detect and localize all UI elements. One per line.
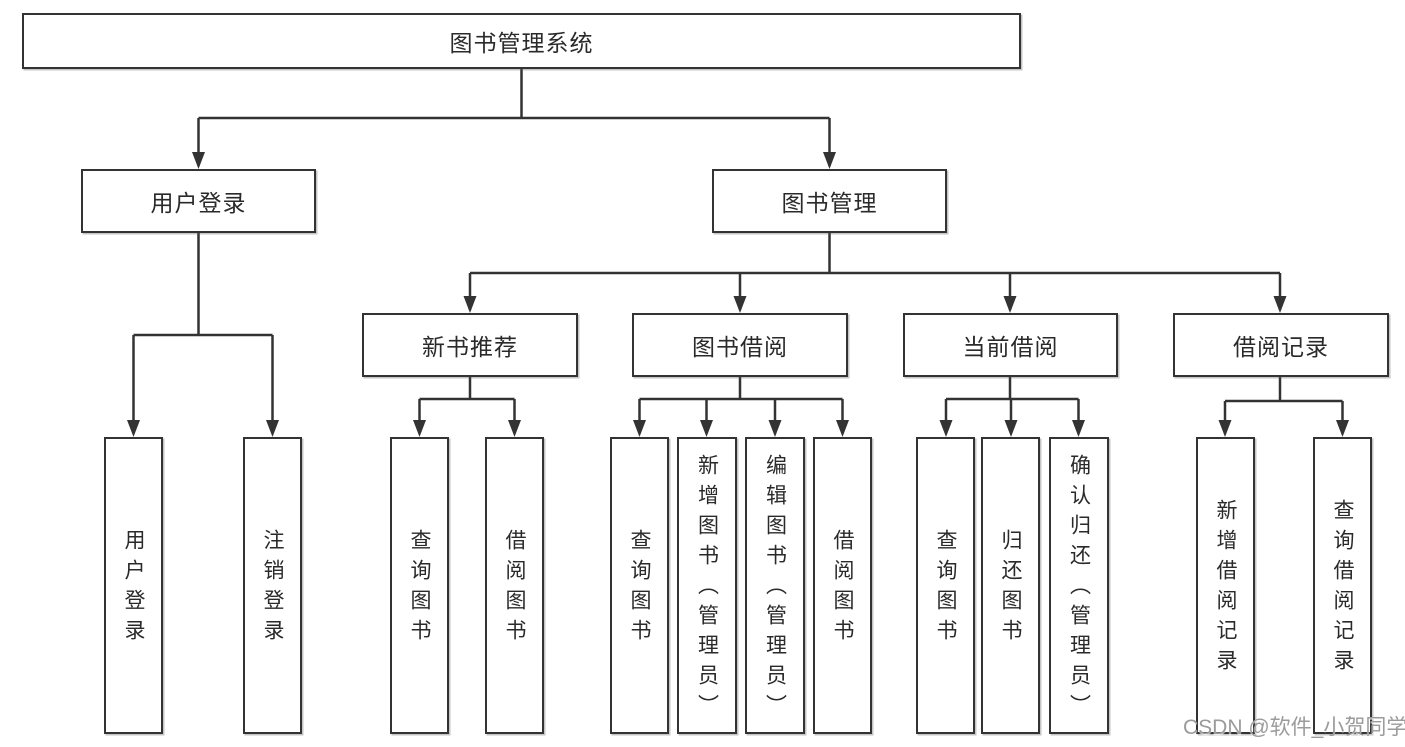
node-current-borrow: 当前借阅 <box>903 313 1118 377</box>
leaf-return-books: 归还图书 <box>981 437 1040 734</box>
node-new-book-recommend: 新书推荐 <box>362 313 578 377</box>
connector-new-book-children <box>418 377 516 433</box>
node-borrow-records: 借阅记录 <box>1173 313 1389 377</box>
leaf-query-borrow-record: 查询借阅记录 <box>1313 437 1372 734</box>
leaf-confirm-return-admin: 确认归还（管理员） <box>1049 437 1109 734</box>
leaf-query-books-recommend: 查询图书 <box>390 437 449 734</box>
node-book-management: 图书管理 <box>712 169 947 233</box>
connector-book-management-children <box>468 233 1282 310</box>
csdn-watermark: CSDN @软件_小贺同学 <box>1183 716 1405 739</box>
arrowheads <box>127 152 1349 437</box>
leaf-logout: 注销登录 <box>243 437 302 734</box>
node-user-login: 用户登录 <box>81 169 316 233</box>
leaf-user-login: 用户登录 <box>104 437 163 734</box>
node-book-borrow: 图书借阅 <box>632 313 848 377</box>
leaf-query-books-borrow: 查询图书 <box>610 437 669 734</box>
connector-book-borrow-children <box>638 377 844 433</box>
leaf-query-books-current: 查询图书 <box>916 437 975 734</box>
connector-root-to-level2 <box>197 69 831 166</box>
node-library-management-system: 图书管理系统 <box>22 13 1021 69</box>
leaf-edit-book-admin: 编辑图书（管理员） <box>745 437 805 734</box>
connector-user-login-children <box>132 233 274 433</box>
connector-current-borrow-children <box>944 377 1080 433</box>
leaf-add-book-admin: 新增图书（管理员） <box>677 437 737 734</box>
leaf-borrow-books-recommend: 借阅图书 <box>485 437 544 734</box>
leaf-borrow-books: 借阅图书 <box>813 437 872 734</box>
connector-borrow-records-children <box>1223 377 1344 433</box>
leaf-add-borrow-record: 新增借阅记录 <box>1196 437 1255 734</box>
